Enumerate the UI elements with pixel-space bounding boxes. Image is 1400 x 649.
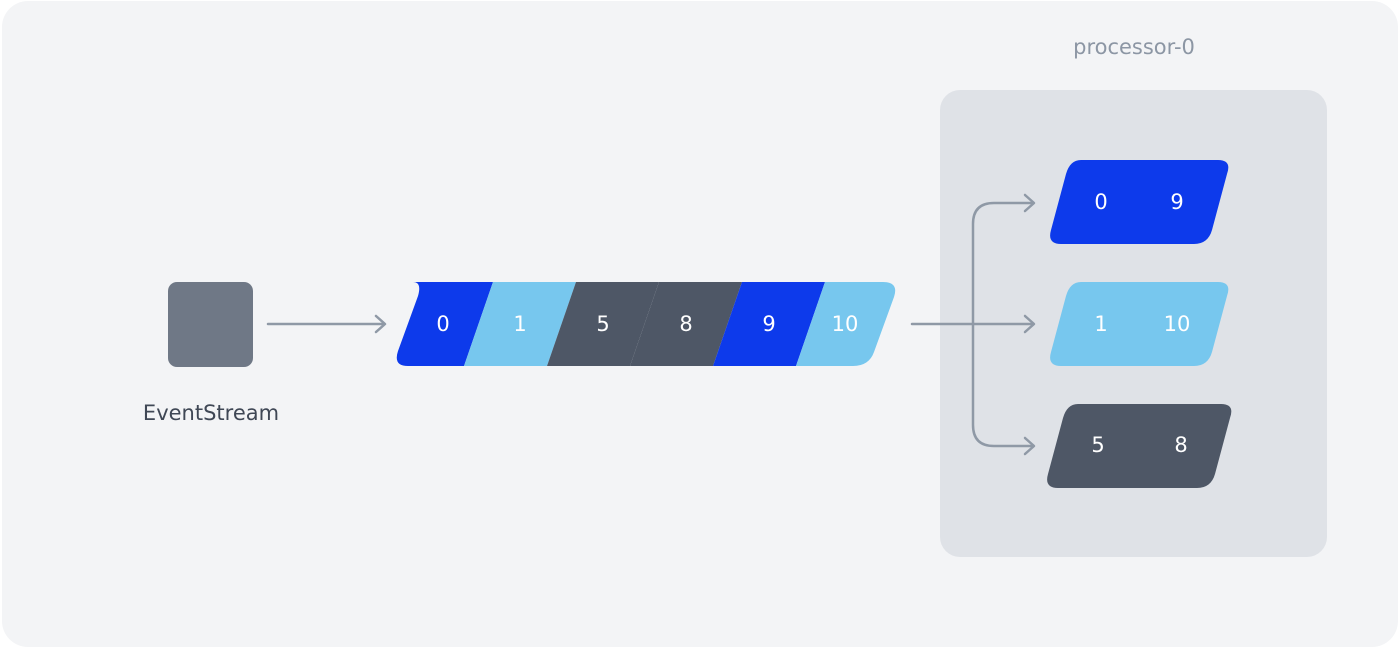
processor-title: processor-0: [1073, 35, 1195, 59]
stream-segment-4: [713, 282, 825, 366]
queue-event-label: 1: [1094, 312, 1107, 336]
stream-event-label: 5: [596, 312, 609, 336]
processor-queue: 5 8: [1047, 404, 1232, 488]
routing-arrows: [910, 193, 1036, 456]
queue-shape: [1050, 282, 1229, 366]
queue-event-label: 5: [1091, 433, 1104, 457]
stream-event-label: 10: [832, 312, 859, 336]
queue-event-label: 9: [1170, 190, 1183, 214]
queue-event-label: 8: [1174, 433, 1187, 457]
queue-event-label: 10: [1164, 312, 1191, 336]
processor-queue: 0 9: [1050, 160, 1229, 244]
processor-queue: 1 10: [1050, 282, 1229, 366]
queue-shape: [1050, 160, 1229, 244]
queue-shape: [1047, 404, 1232, 488]
stream-segment-0: [396, 282, 493, 366]
source-to-stream-arrow: [266, 314, 387, 334]
queue-event-label: 0: [1094, 190, 1107, 214]
stream-segment-5: [796, 282, 896, 366]
stream-event-label: 0: [436, 312, 449, 336]
stream-segment-3: [630, 282, 742, 366]
stream-segment-2: [547, 282, 659, 366]
event-stream-bar: [396, 282, 896, 366]
stream-event-labels: 0 1 5 8 9 10: [436, 312, 858, 336]
stream-event-label: 1: [513, 312, 526, 336]
stream-event-label: 9: [762, 312, 775, 336]
stream-event-label: 8: [679, 312, 692, 336]
event-stream-source-box: [168, 282, 253, 367]
stream-segment-1: [464, 282, 576, 366]
event-stream-label: EventStream: [143, 401, 279, 425]
